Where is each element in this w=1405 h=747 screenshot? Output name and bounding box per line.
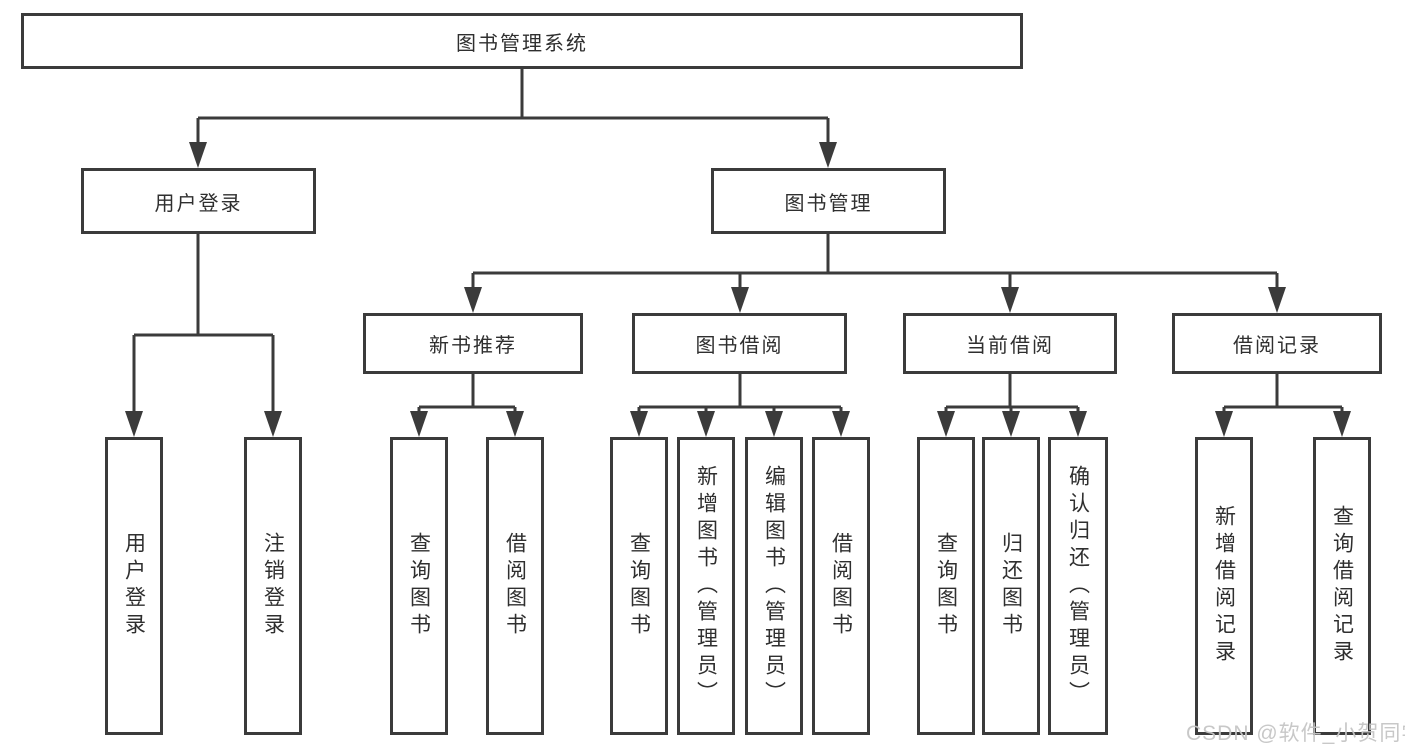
node-new-book-recommend: 新书推荐: [363, 313, 583, 374]
leaf-return-book: 归还图书: [982, 437, 1040, 735]
leaf-query-books-current: 查询图书: [917, 437, 975, 735]
node-current-borrow: 当前借阅: [903, 313, 1117, 374]
node-book-management: 图书管理: [711, 168, 946, 234]
arrowheads: [125, 142, 1351, 437]
leaf-logout: 注销登录: [244, 437, 302, 735]
node-borrow-records: 借阅记录: [1172, 313, 1382, 374]
leaf-user-login: 用户登录: [105, 437, 163, 735]
leaf-borrow-books-recommend: 借阅图书: [486, 437, 544, 735]
leaf-confirm-return-admin: 确认归还（管理员）: [1048, 437, 1108, 735]
node-library-management-system: 图书管理系统: [21, 13, 1023, 69]
leaf-add-borrow-record: 新增借阅记录: [1195, 437, 1253, 735]
leaf-query-books-recommend: 查询图书: [390, 437, 448, 735]
leaf-query-borrow-record: 查询借阅记录: [1313, 437, 1371, 735]
leaf-query-books-borrow: 查询图书: [610, 437, 668, 735]
leaf-borrow-books: 借阅图书: [812, 437, 870, 735]
leaf-add-book-admin: 新增图书（管理员）: [677, 437, 735, 735]
csdn-watermark: CSDN @软件_小贺同学: [1186, 722, 1405, 745]
leaf-edit-book-admin: 编辑图书（管理员）: [745, 437, 803, 735]
node-user-login: 用户登录: [81, 168, 316, 234]
node-book-borrow: 图书借阅: [632, 313, 847, 374]
